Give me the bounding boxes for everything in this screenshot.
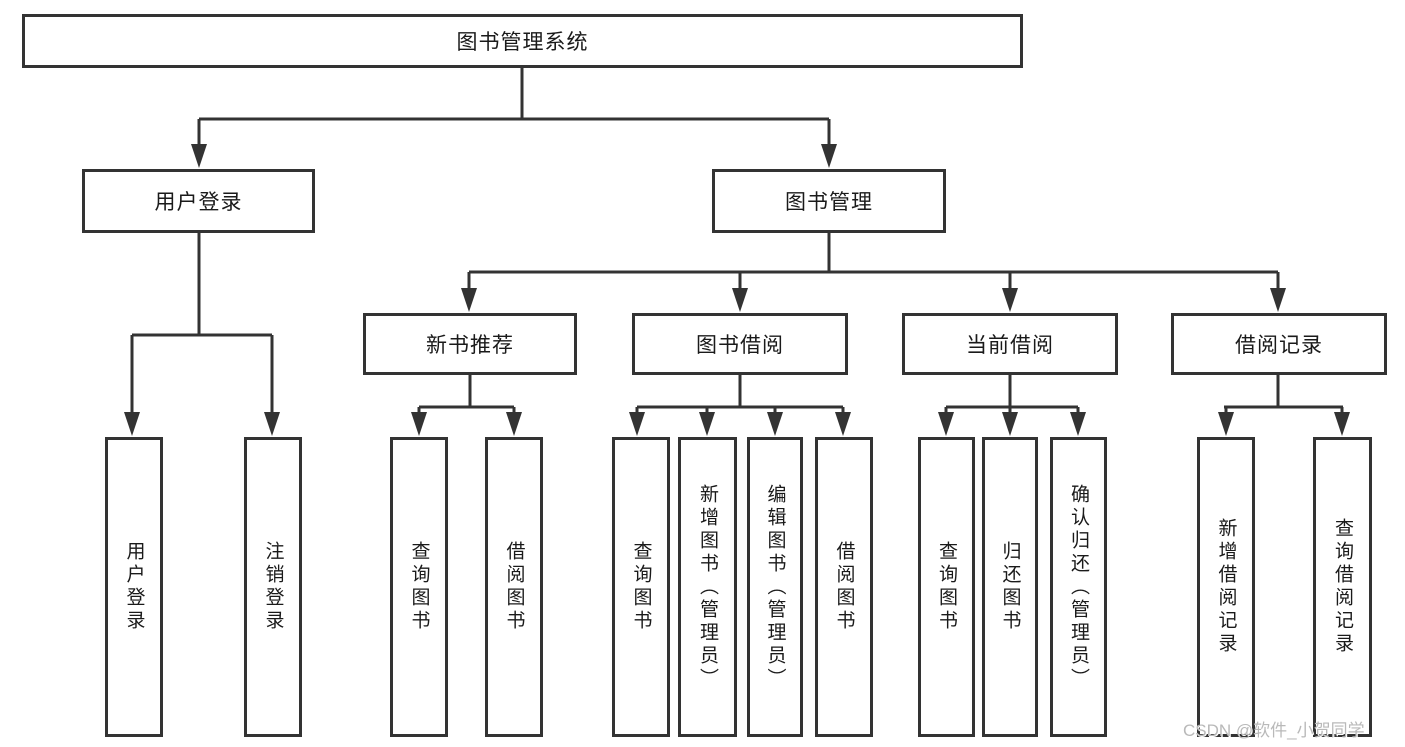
node-label: 图书借阅 [696,334,784,357]
node-label: 用户登录 [154,191,243,214]
node-label: 查询图书 [630,541,652,633]
node-label: 图书管理 [785,191,873,214]
node-label: 图书管理系统 [456,31,589,54]
node-label: 归还图书 [999,541,1021,633]
node-label: 当前借阅 [966,334,1054,357]
leaf-user-login: 用户登录 [105,437,163,737]
node-library-management-system: 图书管理系统 [22,14,1023,68]
leaf-add-borrow-record: 新增借阅记录 [1197,437,1255,737]
node-borrowing-records: 借阅记录 [1171,313,1387,375]
leaf-query-borrow-record: 查询借阅记录 [1313,437,1372,737]
leaf-return-books: 归还图书 [982,437,1038,737]
node-current-borrowing: 当前借阅 [902,313,1118,375]
node-label: 新书推荐 [426,334,514,357]
node-label: 确认归还（管理员） [1068,483,1089,691]
node-user-login: 用户登录 [82,169,315,233]
leaf-borrow-books: 借阅图书 [485,437,543,737]
node-label: 借阅图书 [503,541,525,633]
node-label: 借阅记录 [1235,334,1323,357]
node-label: 查询图书 [408,541,430,633]
node-label: 查询借阅记录 [1332,518,1353,656]
leaf-query-books: 查询图书 [918,437,975,737]
node-label: 新增图书（管理员） [697,483,718,691]
arrowheads [124,144,1350,436]
leaf-query-books: 查询图书 [390,437,448,737]
leaf-borrow-books: 借阅图书 [815,437,873,737]
node-book-borrowing: 图书借阅 [632,313,848,375]
leaf-add-books-admin: 新增图书（管理员） [678,437,737,737]
csdn-watermark: CSDN @软件_小贺同学 [1183,721,1365,740]
leaf-confirm-return-admin: 确认归还（管理员） [1050,437,1107,737]
node-label: 查询图书 [936,541,957,633]
leaf-edit-books-admin: 编辑图书（管理员） [747,437,803,737]
node-label: 编辑图书（管理员） [764,483,786,691]
leaf-logout: 注销登录 [244,437,302,737]
node-label: 借阅图书 [833,541,855,633]
node-label: 用户登录 [123,541,145,633]
node-label: 注销登录 [262,541,284,633]
node-label: 新增借阅记录 [1215,518,1237,656]
node-book-management: 图书管理 [712,169,946,233]
node-new-book-recommendation: 新书推荐 [363,313,577,375]
leaf-query-books: 查询图书 [612,437,670,737]
